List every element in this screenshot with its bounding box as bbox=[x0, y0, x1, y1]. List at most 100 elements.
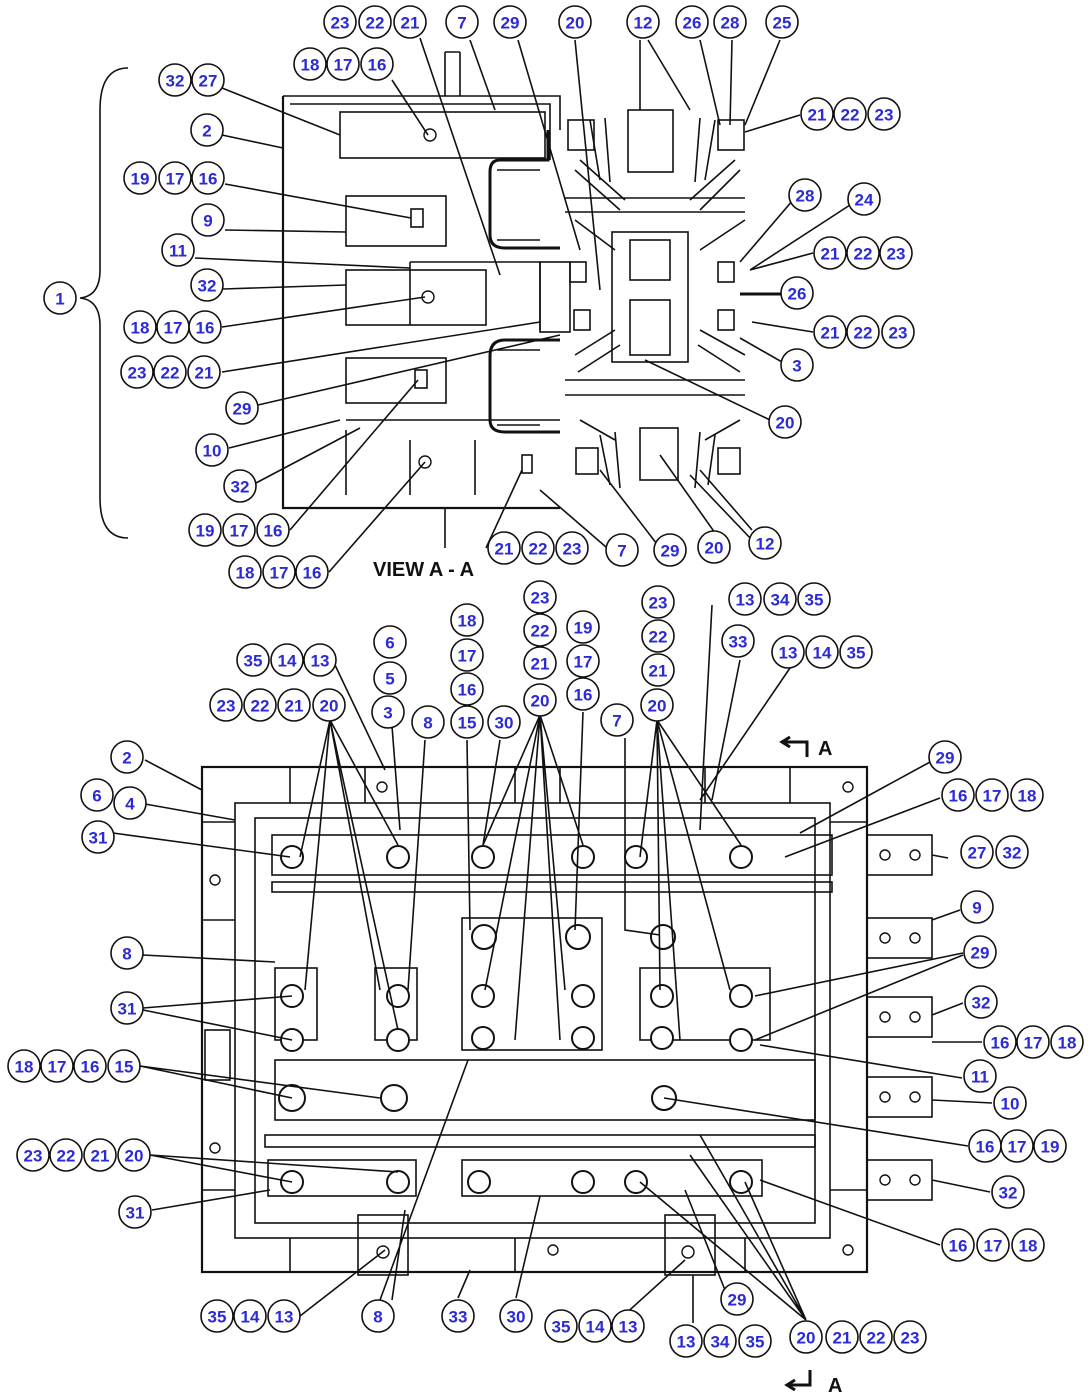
callout-number: 14 bbox=[586, 1318, 605, 1337]
callout-22: 22 bbox=[859, 1320, 893, 1354]
callout-17: 17 bbox=[158, 161, 192, 195]
callout-number: 18 bbox=[301, 56, 320, 75]
callout-33: 33 bbox=[721, 624, 755, 658]
callout-number: 21 bbox=[833, 1329, 852, 1348]
callout-8: 8 bbox=[110, 936, 144, 970]
callout-number: 16 bbox=[976, 1138, 995, 1157]
callout-3: 3 bbox=[780, 348, 814, 382]
callout-number: 33 bbox=[729, 633, 748, 652]
callout-number: 35 bbox=[805, 591, 824, 610]
callout-number: 11 bbox=[169, 242, 187, 261]
callout-29: 29 bbox=[653, 533, 687, 567]
callout-number: 22 bbox=[251, 697, 270, 716]
callout-number: 20 bbox=[566, 14, 585, 33]
callout-number: 17 bbox=[166, 170, 185, 189]
callout-number: 29 bbox=[971, 944, 990, 963]
callout-22: 22 bbox=[521, 531, 555, 565]
callout-number: 6 bbox=[385, 634, 394, 653]
callout-1: 1 bbox=[43, 281, 77, 315]
callout-number: 29 bbox=[728, 1291, 747, 1310]
callout-5: 5 bbox=[373, 661, 407, 695]
callout-20: 20 bbox=[312, 688, 346, 722]
callout-number: 18 bbox=[15, 1058, 34, 1077]
callout-11: 11 bbox=[963, 1059, 997, 1093]
callout-number: 16 bbox=[81, 1058, 100, 1077]
callout-number: 17 bbox=[983, 787, 1002, 806]
callout-16: 16 bbox=[968, 1129, 1002, 1163]
callout-18: 18 bbox=[1011, 1228, 1045, 1262]
callout-number: 21 bbox=[808, 106, 827, 125]
callout-17: 17 bbox=[976, 1228, 1010, 1262]
callout-23: 23 bbox=[209, 688, 243, 722]
callout-20: 20 bbox=[558, 5, 592, 39]
callout-number: 11 bbox=[971, 1068, 989, 1087]
callout-23: 23 bbox=[879, 236, 913, 270]
callout-21: 21 bbox=[277, 688, 311, 722]
callout-22: 22 bbox=[523, 613, 557, 647]
callout-number: 20 bbox=[776, 414, 795, 433]
diode-set-right bbox=[639, 967, 771, 1041]
callout-16: 16 bbox=[941, 1228, 975, 1262]
callout-number: 17 bbox=[230, 522, 249, 541]
callout-23: 23 bbox=[120, 355, 154, 389]
callout-24: 24 bbox=[847, 182, 881, 216]
callout-16: 16 bbox=[941, 778, 975, 812]
callout-number: 13 bbox=[311, 652, 330, 671]
callout-number: 24 bbox=[855, 191, 874, 210]
callout-number: 32 bbox=[1003, 844, 1022, 863]
callout-18: 18 bbox=[1010, 778, 1044, 812]
callout-number: 21 bbox=[649, 662, 668, 681]
callout-31: 31 bbox=[110, 991, 144, 1025]
callout-number: 32 bbox=[231, 478, 250, 497]
callout-35: 35 bbox=[236, 643, 270, 677]
callout-number: 18 bbox=[1018, 787, 1037, 806]
callout-22: 22 bbox=[49, 1138, 83, 1172]
callout-number: 22 bbox=[161, 364, 180, 383]
callout-30: 30 bbox=[499, 1299, 533, 1333]
callout-23: 23 bbox=[867, 97, 901, 131]
component-32 bbox=[345, 269, 487, 326]
callout-number: 33 bbox=[449, 1308, 468, 1327]
callout-16: 16 bbox=[188, 310, 222, 344]
callout-23: 23 bbox=[555, 531, 589, 565]
callout-18: 18 bbox=[228, 555, 262, 589]
callout-number: 23 bbox=[887, 245, 906, 264]
callout-number: 26 bbox=[683, 14, 702, 33]
callout-number: 17 bbox=[458, 647, 477, 666]
callout-number: 19 bbox=[574, 619, 593, 638]
callout-number: 32 bbox=[198, 277, 217, 296]
callout-number: 21 bbox=[195, 364, 214, 383]
callout-27: 27 bbox=[960, 835, 994, 869]
callout-number: 5 bbox=[385, 670, 394, 689]
bus-bar-bottom bbox=[461, 1159, 763, 1197]
callout-number: 17 bbox=[984, 1237, 1003, 1256]
callout-20: 20 bbox=[640, 688, 674, 722]
callout-35: 35 bbox=[544, 1309, 578, 1343]
callout-18: 18 bbox=[450, 603, 484, 637]
callout-28: 28 bbox=[788, 178, 822, 212]
callout-number: 1 bbox=[55, 290, 64, 309]
callout-17: 17 bbox=[1000, 1129, 1034, 1163]
callout-number: 23 bbox=[875, 106, 894, 125]
callout-number: 15 bbox=[115, 1058, 134, 1077]
callout-number: 21 bbox=[285, 697, 304, 716]
callout-number: 16 bbox=[991, 1034, 1010, 1053]
panel-outline bbox=[281, 96, 560, 510]
callout-number: 22 bbox=[529, 540, 548, 559]
callout-number: 16 bbox=[196, 319, 215, 338]
callout-number: 31 bbox=[126, 1204, 145, 1223]
callout-2: 2 bbox=[110, 740, 144, 774]
callout-32: 32 bbox=[991, 1175, 1025, 1209]
callout-number: 10 bbox=[1001, 1095, 1020, 1114]
callout-35: 35 bbox=[200, 1299, 234, 1333]
callout-number: 23 bbox=[563, 540, 582, 559]
callout-number: 34 bbox=[711, 1333, 730, 1352]
callout-number: 35 bbox=[552, 1318, 571, 1337]
callout-number: 16 bbox=[458, 681, 477, 700]
callout-number: 20 bbox=[320, 697, 339, 716]
callout-number: 28 bbox=[796, 187, 815, 206]
callout-number: 14 bbox=[278, 652, 297, 671]
callout-30: 30 bbox=[487, 705, 521, 739]
callout-number: 22 bbox=[649, 628, 668, 647]
